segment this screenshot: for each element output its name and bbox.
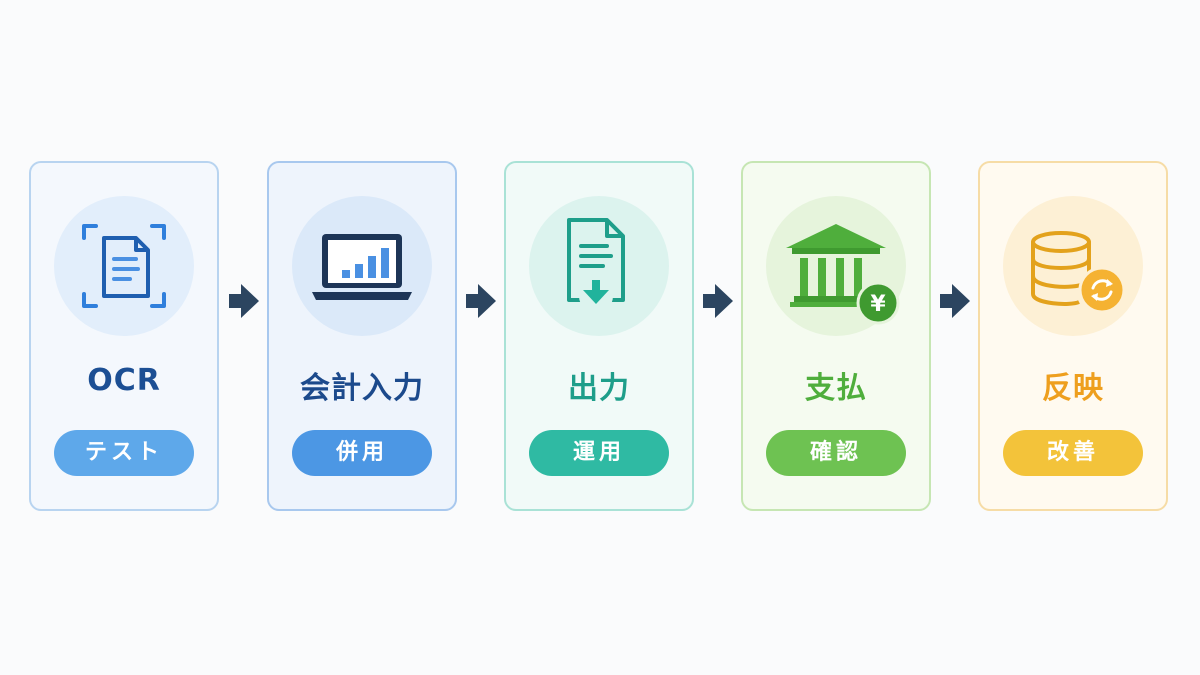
step-icon-circle: ¥ [766,196,906,336]
step-title: OCR [87,363,161,398]
arrow-right-icon [466,284,496,318]
arrow-right-icon [940,284,970,318]
step-title: 反映 [1042,371,1104,406]
arrow-right-icon [703,284,733,318]
step-badge: 運用 [529,430,669,476]
step-card-reflect: 反映 改善 [978,161,1168,511]
step-card-output: 出力 運用 [504,161,694,511]
step-title: 支払 [805,371,867,406]
database-sync-icon [1031,231,1126,314]
laptop-chart-icon [312,234,412,300]
step-icon-circle [54,196,194,336]
document-download-icon [567,218,625,313]
step-icon-circle [292,196,432,336]
svg-text:¥: ¥ [870,292,886,317]
document-scan-icon [82,224,166,308]
step-icon-circle [529,196,669,336]
step-badge: 併用 [292,430,432,476]
step-badge: 確認 [766,430,906,476]
arrow-right-icon [229,284,259,318]
step-card-ocr: OCR テスト [29,161,219,511]
step-icon-circle [1003,196,1143,336]
step-card-payment: ¥ 支払 確認 [741,161,931,511]
step-card-accounting-input: 会計入力 併用 [267,161,457,511]
step-title: 会計入力 [300,371,424,406]
bank-yen-icon: ¥ [786,224,900,325]
step-badge: 改善 [1003,430,1143,476]
step-title: 出力 [568,371,630,406]
step-badge: テスト [54,430,194,476]
